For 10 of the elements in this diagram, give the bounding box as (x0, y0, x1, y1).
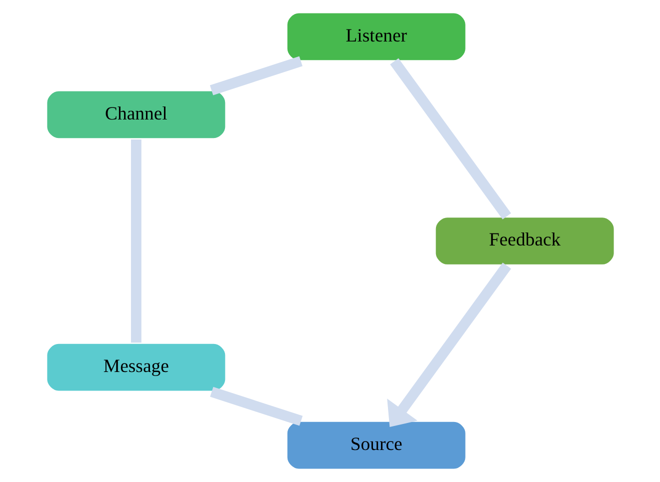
node-box: Listener (284, 11, 467, 62)
connector (130, 140, 141, 343)
node-box: Feedback (433, 216, 616, 266)
connector (209, 56, 302, 96)
node-box: Message (44, 342, 227, 393)
arrow (386, 262, 511, 427)
node-box: Source (284, 420, 467, 471)
connector (210, 386, 302, 426)
node-box: Channel (44, 89, 227, 140)
connector (390, 58, 511, 220)
